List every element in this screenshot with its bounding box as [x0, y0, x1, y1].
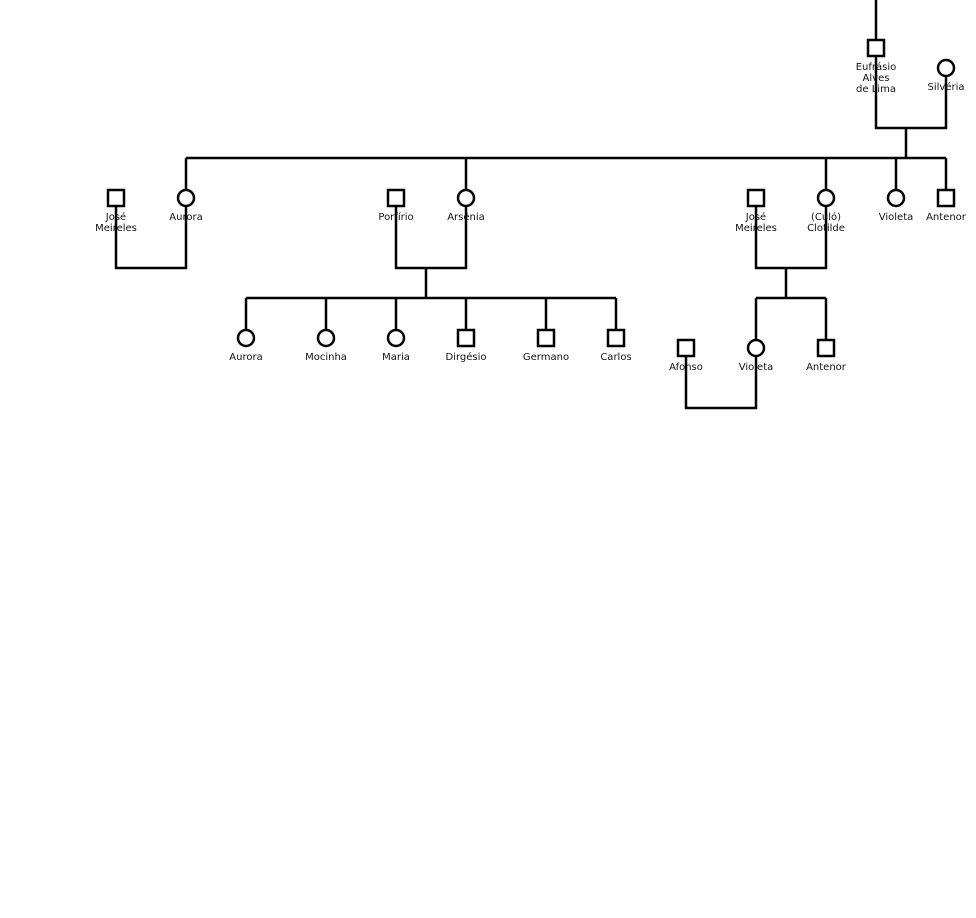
person-carlos: Carlos: [600, 328, 632, 363]
marriage-line: [114, 206, 188, 270]
female-circle-icon: [176, 188, 196, 208]
person-name-line: Dirgésio: [445, 351, 486, 363]
marriage-line: [874, 56, 948, 130]
female-circle-icon: [936, 58, 956, 78]
person-name: Violeta: [879, 212, 914, 223]
female-circle-icon: [236, 328, 256, 348]
person-name-line: Meireles: [735, 223, 777, 234]
person-antenor2: Antenor: [806, 338, 847, 373]
person-name: Porfírio: [378, 211, 413, 223]
person-violeta1: Violeta: [879, 188, 914, 223]
marriage-line: [754, 206, 828, 270]
person-name-line: Aurora: [169, 212, 202, 223]
person-name: Silvéria: [928, 81, 965, 93]
person-silveria: Silvéria: [928, 58, 965, 93]
person-afonso: Afonso: [669, 338, 703, 373]
person-maria: Maria: [382, 328, 410, 363]
female-circle-icon: [746, 338, 766, 358]
male-square-icon: [866, 38, 886, 58]
person-name-line: Clotilde: [807, 223, 845, 234]
person-arsenia: Arsênia: [447, 188, 485, 223]
female-circle-icon: [816, 188, 836, 208]
male-square-icon: [106, 188, 126, 208]
male-square-icon: [536, 328, 556, 348]
person-name-line: Mocinha: [305, 352, 347, 363]
people-layer: CarmoEufrásioAlvesde LimaSilvériaJoséMei…: [95, 38, 967, 373]
person-name: Aurora: [169, 212, 202, 223]
marriage-line: [684, 356, 758, 410]
person-name-line: Antenor: [926, 212, 967, 223]
person-mocinha: Mocinha: [305, 328, 347, 363]
person-name: Antenor: [806, 362, 847, 373]
person-name-line: Antenor: [806, 362, 847, 373]
female-circle-icon: [316, 328, 336, 348]
person-porfirio: Porfírio: [378, 188, 414, 223]
person-name-line: Porfírio: [378, 211, 413, 223]
person-name: Mocinha: [305, 352, 347, 363]
person-name-line: Silvéria: [928, 81, 965, 93]
person-name-line: Aurora: [229, 352, 262, 363]
person-name-line: Maria: [382, 352, 410, 363]
male-square-icon: [606, 328, 626, 348]
female-circle-icon: [456, 188, 476, 208]
person-name: (Culó)Clotilde: [807, 211, 845, 234]
person-name-line: Afonso: [669, 362, 703, 373]
person-name-line: Germano: [523, 352, 569, 363]
person-name-line: de Lima: [856, 84, 896, 95]
person-name: Carlos: [600, 352, 631, 363]
person-name: Dirgésio: [445, 351, 486, 363]
person-name-line: Violeta: [879, 212, 914, 223]
male-square-icon: [816, 338, 836, 358]
male-square-icon: [936, 188, 956, 208]
connector-lines: [114, 0, 948, 410]
person-aurora1: Aurora: [169, 188, 203, 223]
person-name: Maria: [382, 352, 410, 363]
person-name-line: (Culó): [811, 211, 841, 223]
male-square-icon: [746, 188, 766, 208]
person-name-line: Arsênia: [447, 211, 485, 223]
male-square-icon: [676, 338, 696, 358]
person-dirgesio: Dirgésio: [445, 328, 487, 363]
person-name: Aurora: [229, 352, 262, 363]
person-clotilde: (Culó)Clotilde: [807, 188, 845, 234]
person-name-line: Alves: [863, 73, 890, 84]
male-square-icon: [456, 328, 476, 348]
person-name: Germano: [523, 352, 569, 363]
person-germano: Germano: [523, 328, 569, 363]
person-name-line: José: [105, 211, 126, 223]
person-name-line: José: [745, 211, 766, 223]
female-circle-icon: [886, 188, 906, 208]
male-square-icon: [386, 188, 406, 208]
person-name: Afonso: [669, 362, 703, 373]
person-name-line: Violeta: [739, 362, 774, 373]
female-circle-icon: [386, 328, 406, 348]
person-violeta2: Violeta: [739, 338, 774, 373]
person-name-line: Meireles: [95, 223, 137, 234]
person-name: Antenor: [926, 212, 967, 223]
person-aurora2: Aurora: [229, 328, 263, 363]
person-antenor1: Antenor: [926, 188, 967, 223]
person-name-line: Eufrásio: [856, 61, 897, 73]
person-name-line: Carlos: [600, 352, 631, 363]
person-name: Violeta: [739, 362, 774, 373]
person-name: Arsênia: [447, 211, 485, 223]
marriage-line: [394, 206, 468, 270]
